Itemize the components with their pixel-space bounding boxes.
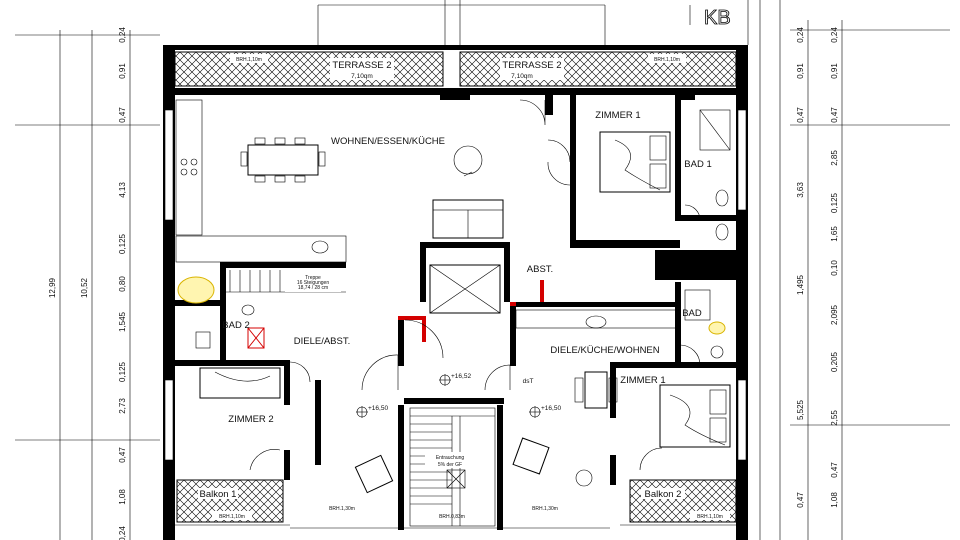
dim-ro-3: 3,63 [796,182,805,198]
brh-stair-window: BRH.0,83m [439,514,465,520]
room-zimmer1-top: ZIMMER 1 [595,110,640,121]
lamp-line [463,171,473,177]
dim-l-3: 4,13 [118,182,127,198]
dim-ro-6: 0,47 [796,492,805,508]
lamp-circle [453,145,483,175]
stair-note-2: 16 Steigungen [297,280,329,286]
dim-ro-4: 1,495 [796,274,805,295]
room-diele-kueche: DIELE/KÜCHE/WOHNEN [550,345,659,356]
bed-bottom-right [659,384,731,448]
balcony-1-brh: BRH.1,10m [219,514,245,520]
terrace-right-brh: BRH.1,10m [654,57,680,63]
sink-toilets [195,109,731,359]
room-diele-abst: DIELE/ABST. [294,336,351,347]
bed-left [199,367,281,399]
dim-ro-1: 0,91 [796,63,805,79]
dimension-left: 12,99 10,52 0,24 0,91 0,47 4,13 0,125 0,… [15,27,160,540]
dim-ri-5: 1,65 [830,226,839,242]
room-labels: WOHNEN/ESSEN/KÜCHE ZIMMER 1 BAD 1 ABST. … [222,110,711,425]
roof-outline [317,0,781,540]
terrace-left-brh: BRH.1,10m [236,57,262,63]
dim-ri-6: 0,10 [830,260,839,276]
window-brh-labels: BRH.1,30m BRH.0,83m BRH.1,30m [329,506,558,520]
dim-ri-7: 2,095 [830,304,839,325]
dim-l-9: 0,47 [118,447,127,463]
room-zimmer1-bottom: ZIMMER 1 [620,375,665,386]
stair-note-1: Treppe [305,275,321,281]
dim-l-2: 0,47 [118,107,127,123]
terrace-right: TERRASSE 2 7,10qm BRH.1,10m [459,51,737,87]
dim-ri-3: 2,85 [830,150,839,166]
internal-stair: Treppe 16 Steigungen 18,74 / 28 cm [226,270,346,293]
room-abst: ABST. [527,264,553,275]
smoke-vent-note-2: 5% der GF [438,462,462,468]
dim-l-0: 0,24 [118,27,127,43]
dim-ri-9: 2,55 [830,410,839,426]
dim-ri-10: 0,47 [830,462,839,478]
dim-ri-1: 0,91 [830,63,839,79]
room-bad-right: BAD [682,308,702,319]
bathtub-left [177,276,215,304]
windows [164,90,747,529]
terrace-left: TERRASSE 2 7,10qm BRH.1,10m [174,51,444,87]
balcony-2-brh: BRH.1,10m [697,514,723,520]
level-markers: +16,50 +16,52 +16,50 [356,373,561,418]
smoke-vent-note-1: Entrauchung [436,455,465,461]
dim-l-7: 0,125 [118,361,127,382]
balcony-2: Balkon 2 BRH.1,10m [629,479,737,523]
dim-l-5: 0,80 [118,276,127,292]
dim-ro-0: 0,24 [796,27,805,43]
brh-right-window: BRH.1,30m [532,506,558,512]
terrace-left-area: 7,10qm [351,73,373,80]
level-center: +16,52 [451,373,471,380]
kitchen-counter-left [175,99,347,263]
terrace-right-label: TERRASSE 2 [502,60,561,71]
room-bad2: BAD 2 [222,320,249,331]
corner-kb: KB [704,7,731,29]
dim-ro-2: 0,47 [796,107,805,123]
doors [249,99,701,471]
room-bad1: BAD 1 [684,159,711,170]
dim-l-1: 0,91 [118,63,127,79]
dining-table [240,137,326,183]
terrace-right-area: 7,10qm [511,73,533,80]
room-zimmer2: ZIMMER 2 [228,414,273,425]
balcony-2-label: Balkon 2 [645,489,682,500]
dim-l-4: 0,125 [118,233,127,254]
terrace-left-label: TERRASSE 2 [332,60,391,71]
dim-l-11: 0,24 [118,526,127,540]
main-staircase: Entrauchung 5% der GF [409,407,496,527]
brh-left-window: BRH.1,30m [329,506,355,512]
dim-l-8: 2,73 [118,398,127,414]
dim-ri-2: 0,47 [830,107,839,123]
dim-total: 12,99 [48,277,57,298]
corner-marker: KB [689,5,731,29]
dim-sub: 10,52 [80,277,89,298]
dim-ri-8: 0,205 [830,351,839,372]
dim-ri-4: 0,125 [830,192,839,213]
dim-ri-11: 1,08 [830,492,839,508]
balcony-1-label: Balkon 1 [200,489,237,500]
dst-note: dsT [523,378,534,385]
dim-ro-5: 5,525 [796,399,805,420]
elevator [429,264,501,314]
room-wohnen: WOHNEN/ESSEN/KÜCHE [331,136,445,147]
interior-walls [175,95,737,530]
bed-top-right [599,131,671,193]
balcony-1: Balkon 1 BRH.1,10m [176,479,284,523]
dim-l-10: 1,08 [118,489,127,505]
dim-ri-0: 0,24 [830,27,839,43]
level-right: +16,50 [541,405,561,412]
armchairs [354,371,618,494]
stair-note-3: 18,74 / 28 cm [298,285,328,291]
sofa [432,199,504,239]
level-left: +16,50 [368,405,388,412]
dim-l-6: 1,545 [118,311,127,332]
dimension-right: 0,24 0,91 0,47 3,63 1,495 5,525 0,47 0,2… [790,20,950,540]
